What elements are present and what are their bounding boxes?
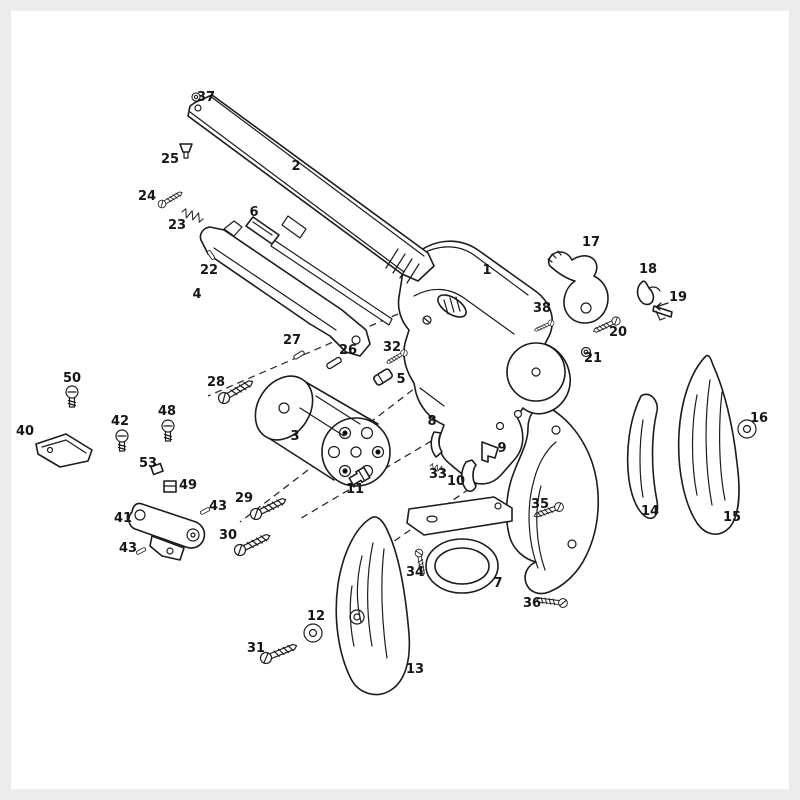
part-label-16: 16 — [750, 411, 768, 426]
part-label-48: 48 — [158, 404, 176, 419]
lever-latch-part-41 — [128, 502, 206, 561]
part-label-17: 17 — [582, 235, 600, 250]
part-label-50: 50 — [63, 371, 81, 386]
part-label-32: 32 — [383, 340, 401, 355]
part-label-53: 53 — [139, 456, 157, 471]
part-label-9: 9 — [497, 441, 506, 456]
washer-part-12 — [303, 623, 323, 643]
grip-panel-part-14 — [626, 393, 659, 520]
part-label-10: 10 — [447, 474, 465, 489]
part-label-26: 26 — [339, 343, 357, 358]
part-label-15: 15 — [723, 510, 741, 525]
part-label-1: 1 — [482, 263, 491, 278]
part-label-22: 22 — [200, 263, 218, 278]
part-label-23: 23 — [168, 218, 186, 233]
part-label-40: 40 — [16, 424, 34, 439]
screw-part-42 — [115, 429, 129, 452]
screw-part-48 — [161, 419, 175, 442]
pin-part-26 — [325, 355, 343, 371]
plunger-part-6 — [245, 216, 393, 326]
part-label-38: 38 — [533, 301, 551, 316]
clip-part-49 — [163, 480, 177, 493]
part-label-11: 11 — [346, 482, 364, 497]
pin-part-43b — [135, 546, 147, 556]
part-label-43: 43 — [119, 541, 137, 556]
part-label-24: 24 — [138, 189, 156, 204]
trigger-part-10 — [460, 459, 477, 492]
part-label-25: 25 — [161, 152, 179, 167]
grip-panel-part-13 — [335, 516, 411, 696]
trigger-guard-part-7 — [406, 496, 513, 594]
part-label-35: 35 — [531, 497, 549, 512]
part-label-21: 21 — [584, 351, 602, 366]
screw-part-24 — [156, 188, 185, 210]
sear-part-18 — [636, 280, 661, 306]
grip-frame — [505, 403, 600, 595]
loading-lever-part-4 — [199, 220, 371, 357]
part-label-19: 19 — [669, 290, 687, 305]
clip-part-53 — [150, 462, 164, 476]
part-label-12: 12 — [307, 609, 325, 624]
frame-part-1 — [397, 240, 571, 485]
part-label-31: 31 — [247, 641, 265, 656]
part-label-34: 34 — [406, 565, 424, 580]
part-label-14: 14 — [641, 504, 659, 519]
part-label-36: 36 — [523, 596, 541, 611]
cylinder-part-3 — [254, 375, 391, 487]
screw-part-50 — [65, 385, 79, 408]
screw-part-29 — [248, 493, 289, 522]
part-label-7: 7 — [493, 576, 502, 591]
part-label-30: 30 — [219, 528, 237, 543]
pointer-arrow-19 — [655, 302, 669, 311]
bolt-part-9 — [481, 441, 499, 463]
part-label-27: 27 — [283, 333, 301, 348]
part-label-8: 8 — [427, 414, 436, 429]
plunger-tip-part-5 — [373, 368, 393, 386]
nipple-part-25 — [179, 143, 193, 159]
hand-part-19 — [652, 302, 673, 321]
part-label-43: 43 — [209, 499, 227, 514]
stud-part-11 — [348, 466, 371, 486]
pin-part-27 — [292, 349, 306, 361]
part-label-33: 33 — [429, 467, 447, 482]
part-label-2: 2 — [291, 159, 300, 174]
part-label-37: 37 — [197, 90, 215, 105]
part-label-42: 42 — [111, 414, 129, 429]
part-label-28: 28 — [207, 375, 225, 390]
part-label-49: 49 — [179, 478, 197, 493]
part-label-20: 20 — [609, 325, 627, 340]
screw-part-30 — [232, 529, 273, 558]
hammer-part-17 — [547, 250, 609, 324]
part-label-3: 3 — [290, 429, 299, 444]
barrel-part-2 — [187, 94, 435, 284]
part-label-5: 5 — [396, 372, 405, 387]
hand-spring-part-8 — [430, 431, 443, 458]
grip-panel-part-15 — [677, 354, 740, 535]
part-label-41: 41 — [114, 511, 132, 526]
part-label-29: 29 — [235, 491, 253, 506]
part-label-18: 18 — [639, 262, 657, 277]
part-label-13: 13 — [406, 662, 424, 677]
part-label-4: 4 — [192, 287, 201, 302]
wedge-part-40 — [35, 433, 93, 468]
part-label-6: 6 — [249, 205, 258, 220]
